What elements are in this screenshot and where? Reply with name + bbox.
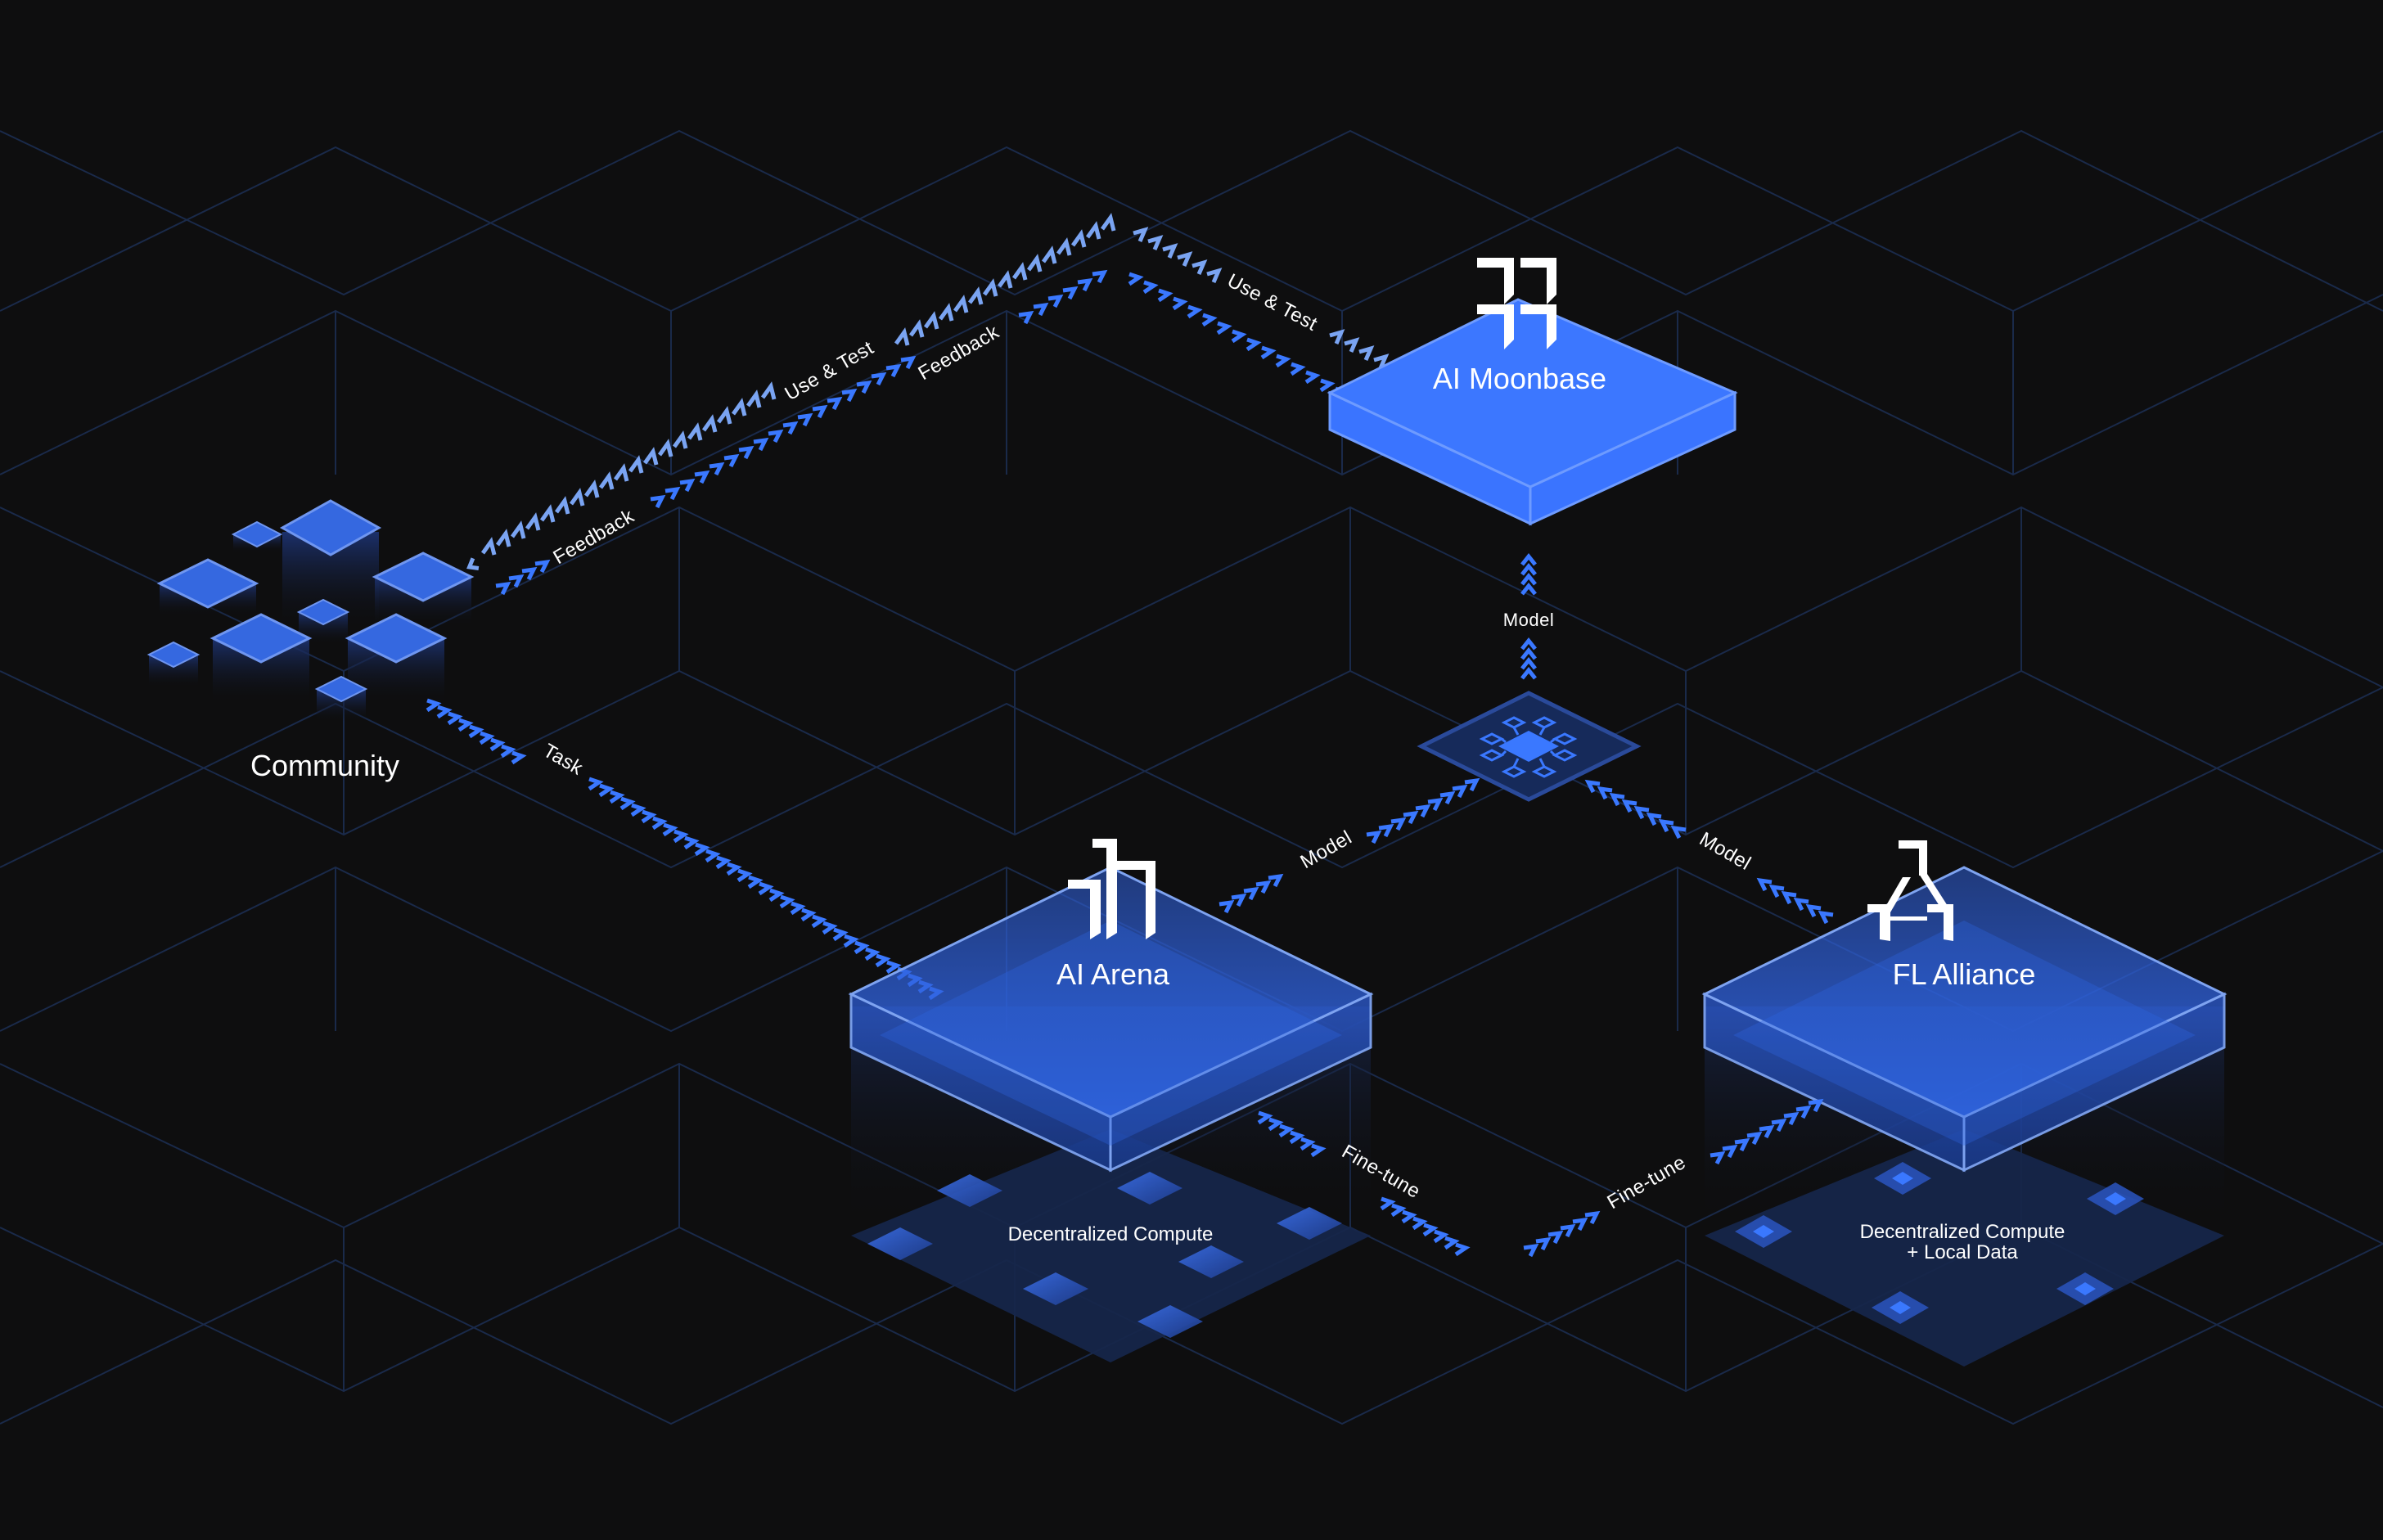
data-node-tiles	[1735, 1162, 2144, 1324]
use-test-chevrons-1	[480, 381, 777, 556]
flow-label-model-alliance: Model	[1696, 828, 1755, 875]
flow-label-feedback-1: Feedback	[550, 505, 639, 569]
use-test-chevrons-3	[1133, 227, 1223, 283]
community-label: Community	[250, 749, 399, 782]
alliance-base-label-line2: + Local Data	[1907, 1241, 2018, 1263]
flow-label-model-arena: Model	[1297, 826, 1356, 873]
model-alliance-chevrons-1	[1584, 779, 1687, 840]
model-up-chevrons-1	[1520, 552, 1537, 596]
feedback-chevrons-4	[1128, 272, 1350, 401]
model-arena-chevrons-1	[1219, 873, 1284, 914]
model-arena-chevrons-2	[1366, 777, 1480, 844]
flow-label-model-up: Model	[1503, 610, 1554, 630]
arena-logo-icon	[1068, 839, 1155, 939]
arena-label: AI Arena	[1056, 957, 1170, 991]
task-chevrons-1	[426, 698, 527, 765]
feedback-chevrons-1	[495, 559, 551, 596]
task-chevrons-2	[588, 777, 944, 1001]
alliance-label: FL Alliance	[1893, 957, 2036, 991]
flow-label-use-test-2: Use & Test	[1223, 269, 1321, 335]
finetune-arena-chevrons-2	[1380, 1196, 1471, 1257]
hub-node[interactable]	[1417, 691, 1642, 802]
finetune-alliance-chevrons-2	[1710, 1098, 1824, 1165]
flow-use-test	[466, 385, 777, 572]
flow-label-task: Task	[539, 740, 587, 780]
feedback-chevrons-2	[650, 355, 917, 509]
arena-base-label: Decentralized Compute	[1008, 1223, 1214, 1245]
use-test-chevrons-2	[894, 213, 1116, 346]
chevron-left-icon	[466, 558, 479, 572]
flow-label-feedback-2: Feedback	[915, 321, 1004, 385]
model-alliance-chevrons-2	[1756, 877, 1834, 925]
model-up-chevrons-2	[1520, 637, 1537, 680]
moonbase-label: AI Moonbase	[1433, 362, 1606, 395]
alliance-node[interactable]: FL Alliance	[1701, 840, 2228, 1173]
alliance-logo-icon	[1867, 840, 1953, 941]
finetune-arena-chevrons-1	[1257, 1110, 1327, 1158]
alliance-base-label-line1: Decentralized Compute	[1860, 1221, 2065, 1243]
flow-label-finetune-alliance: Fine-tune	[1604, 1151, 1690, 1214]
flow-label-use-test-1: Use & Test	[782, 337, 878, 406]
moonbase-logo-icon	[1477, 258, 1556, 349]
cube-cluster-icon	[146, 499, 475, 722]
arena-node[interactable]: AI Arena	[848, 839, 1374, 1173]
network-chip-icon	[1479, 716, 1578, 778]
feedback-chevrons-3	[1018, 269, 1108, 325]
finetune-alliance-chevrons-1	[1523, 1210, 1601, 1258]
use-test-chevrons-4	[1329, 329, 1390, 369]
moonbase-node[interactable]: AI Moonbase	[1327, 258, 1738, 526]
community-node[interactable]: Community	[146, 499, 475, 782]
